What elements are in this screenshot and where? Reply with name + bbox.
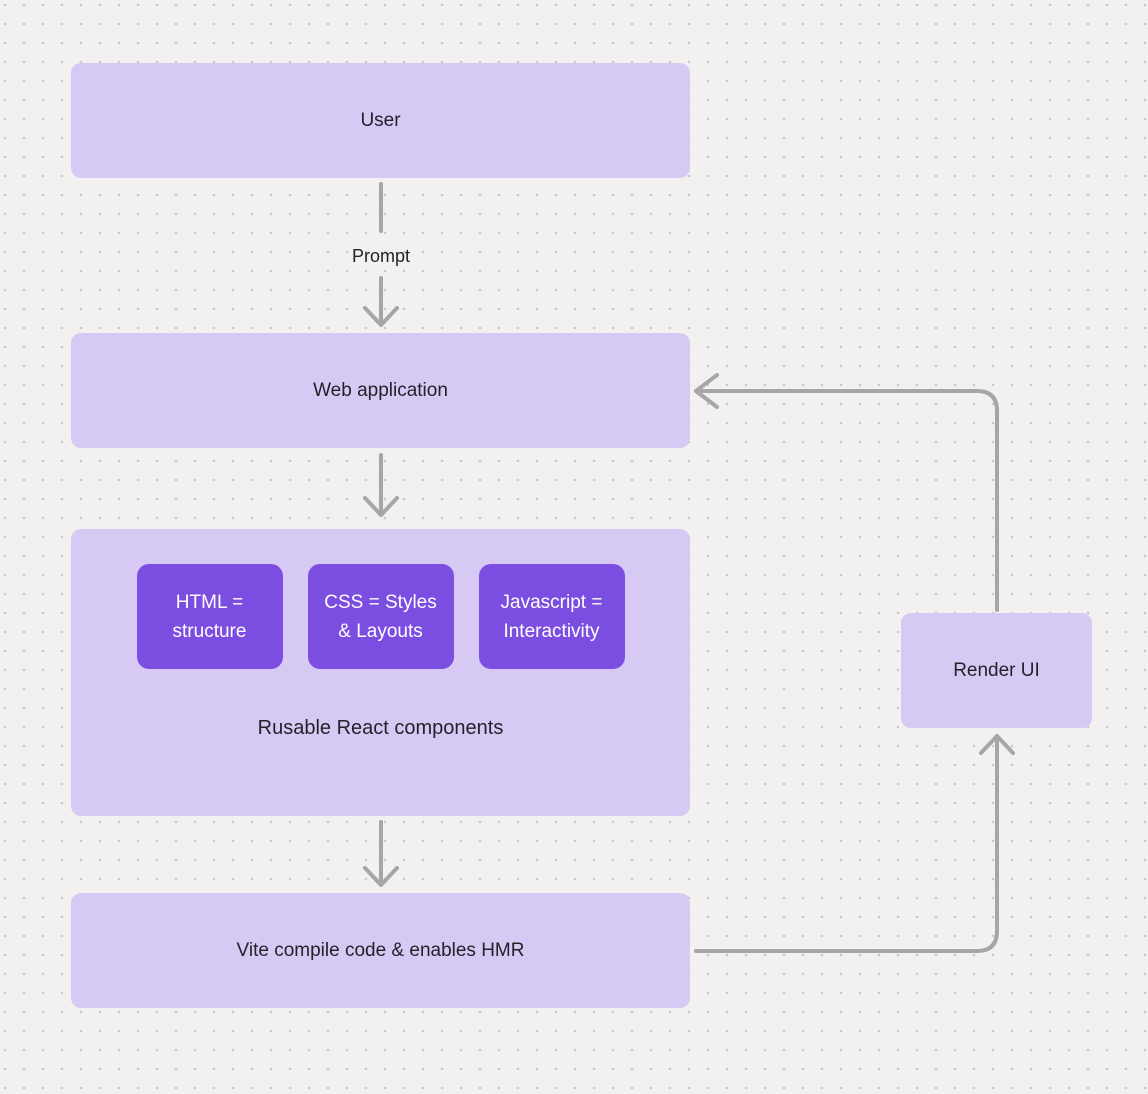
node-vite[interactable]: Vite compile code & enables HMR: [71, 893, 690, 1008]
chip-javascript-line2: Interactivity: [503, 620, 600, 642]
node-render-ui[interactable]: Render UI: [901, 613, 1092, 728]
chip-html-line2: structure: [172, 620, 247, 642]
edge-vite-render: [694, 738, 999, 953]
edge-render-webapp: [698, 389, 999, 612]
components-container-label: Rusable React components: [257, 717, 504, 739]
chip-css[interactable]: CSS = Styles & Layouts: [307, 564, 454, 669]
chip-javascript[interactable]: Javascript = Interactivity: [478, 564, 625, 669]
chip-html[interactable]: HTML = structure: [136, 564, 283, 669]
node-web-application[interactable]: Web application: [71, 333, 690, 448]
node-vite-label: Vite compile code & enables HMR: [236, 939, 525, 961]
node-components-container[interactable]: HTML = structure CSS = Styles & Layouts …: [71, 529, 690, 816]
arrowhead-down-prompt: [363, 306, 399, 327]
node-user-label: User: [360, 109, 401, 131]
arrowhead-down-vite: [363, 866, 399, 887]
node-web-application-label: Web application: [313, 379, 448, 401]
chips-row: HTML = structure CSS = Styles & Layouts …: [136, 564, 625, 669]
chip-javascript-line1: Javascript =: [500, 591, 603, 613]
arrowhead-up-render: [979, 734, 1015, 755]
chip-html-line1: HTML =: [175, 591, 244, 613]
chip-css-line2: & Layouts: [338, 620, 423, 642]
node-user[interactable]: User: [71, 63, 690, 178]
arrowhead-down-components: [363, 496, 399, 517]
node-render-ui-label: Render UI: [953, 659, 1040, 681]
chip-css-line1: CSS = Styles: [324, 591, 437, 613]
edge-label-prompt: Prompt: [351, 246, 411, 266]
arrowhead-left-webapp: [694, 373, 719, 409]
